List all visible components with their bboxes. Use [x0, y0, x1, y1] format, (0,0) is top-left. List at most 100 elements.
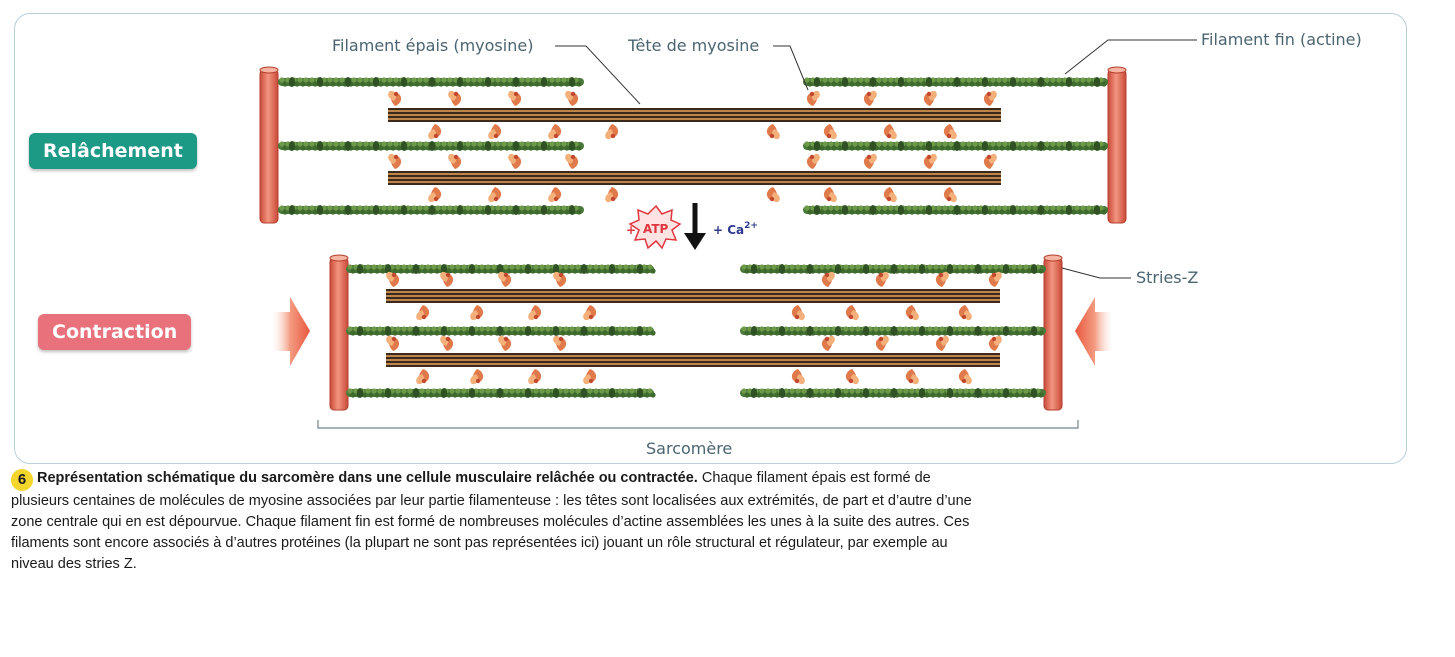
actin-bead: [855, 326, 861, 332]
myosin-head-tip: [991, 272, 997, 278]
actin-bead: [1050, 205, 1056, 211]
actin-bead: [560, 330, 566, 336]
actin-bead: [933, 388, 939, 394]
actin-bead: [558, 209, 564, 215]
actin-bead: [555, 205, 561, 211]
actin-bead: [855, 388, 861, 394]
actin-bead: [536, 268, 542, 274]
actin-twist: [580, 264, 588, 274]
actin-bead: [371, 388, 377, 394]
myosin-head-tip: [961, 378, 967, 384]
actin-bead: [990, 392, 996, 398]
actin-bead: [1023, 264, 1029, 270]
actin-twist: [1009, 141, 1017, 151]
actin-bead: [804, 205, 810, 211]
actin-bead: [587, 388, 593, 394]
myosin-head-tip: [938, 272, 944, 278]
actin-bead: [915, 209, 921, 215]
actin-bead: [858, 268, 864, 274]
actin-bead: [593, 388, 599, 394]
actin-bead: [858, 77, 864, 83]
actin-bead: [1032, 205, 1038, 211]
actin-twist: [813, 141, 821, 151]
actin-bead: [563, 326, 569, 332]
actin-bead: [843, 326, 849, 332]
actin-bead: [1023, 388, 1029, 394]
actin-twist: [918, 264, 926, 274]
myosin-head: [791, 305, 805, 321]
actin-bead: [873, 326, 879, 332]
actin-bead: [1047, 145, 1053, 151]
actin-bead: [882, 205, 888, 211]
actin-bead: [452, 392, 458, 398]
actin-bead: [942, 205, 948, 211]
actin-bead: [404, 268, 410, 274]
actin-bead: [1056, 205, 1062, 211]
actin-bead: [1017, 388, 1023, 394]
actin-bead: [960, 268, 966, 274]
actin-bead: [1083, 81, 1089, 87]
actin-bead: [963, 326, 969, 332]
actin-bead: [563, 388, 569, 394]
actin-bead: [846, 392, 852, 398]
actin-bead: [924, 330, 930, 336]
actin-bead: [363, 205, 369, 211]
actin-bead: [392, 392, 398, 398]
actin-bead: [759, 264, 765, 270]
actin-bead: [909, 209, 915, 215]
actin-bead: [552, 81, 558, 87]
actin-bead: [602, 268, 608, 274]
actin-bead: [1026, 268, 1032, 274]
label-myosin-head: Tête de myosine: [628, 36, 760, 55]
actin-bead: [852, 268, 858, 274]
actin-bead: [452, 330, 458, 336]
actin-bead: [539, 264, 545, 270]
actin-bead: [444, 81, 450, 87]
actin-bead: [843, 388, 849, 394]
myosin-head: [448, 90, 462, 106]
myosin-head: [488, 187, 502, 203]
myosin-head: [958, 305, 972, 321]
actin-twist: [608, 388, 616, 398]
actin-bead: [975, 81, 981, 87]
actin-bead: [924, 392, 930, 398]
actin-bead: [414, 209, 420, 215]
actin-bead: [576, 81, 582, 87]
actin-bead: [1038, 268, 1044, 274]
sarcomere-bracket: [317, 420, 1079, 429]
actin-bead: [936, 268, 942, 274]
actin-bead: [1008, 392, 1014, 398]
actin-bead: [1047, 81, 1053, 87]
actin-bead: [1056, 77, 1062, 83]
actin-bead: [408, 209, 414, 215]
actin-bead: [942, 141, 948, 147]
actin-bead: [996, 141, 1002, 147]
actin-bead: [948, 77, 954, 83]
actin-twist: [918, 388, 926, 398]
actin-bead: [795, 326, 801, 332]
actin-bead: [822, 268, 828, 274]
actin-twist: [841, 77, 849, 87]
actin-bead: [498, 209, 504, 215]
actin-bead: [828, 141, 834, 147]
actin-bead: [536, 392, 542, 398]
actin-bead: [876, 268, 882, 274]
actin-bead: [333, 77, 339, 83]
actin-twist: [981, 77, 989, 87]
actin-bead: [1074, 205, 1080, 211]
actin-bead: [774, 268, 780, 274]
actin-bead: [870, 268, 876, 274]
myosin-head-tip: [475, 378, 481, 384]
actin-bead: [828, 392, 834, 398]
myosin-head-tip: [558, 272, 564, 278]
actin-bead: [449, 264, 455, 270]
actin-bead: [846, 268, 852, 274]
myosin-head-tip: [445, 336, 451, 342]
actin-twist: [384, 264, 392, 274]
actin-bead: [392, 268, 398, 274]
myosin-head: [470, 305, 484, 321]
actin-twist: [412, 326, 420, 336]
myosin-head: [583, 305, 597, 321]
actin-bead: [888, 77, 894, 83]
actin-bead: [465, 205, 471, 211]
